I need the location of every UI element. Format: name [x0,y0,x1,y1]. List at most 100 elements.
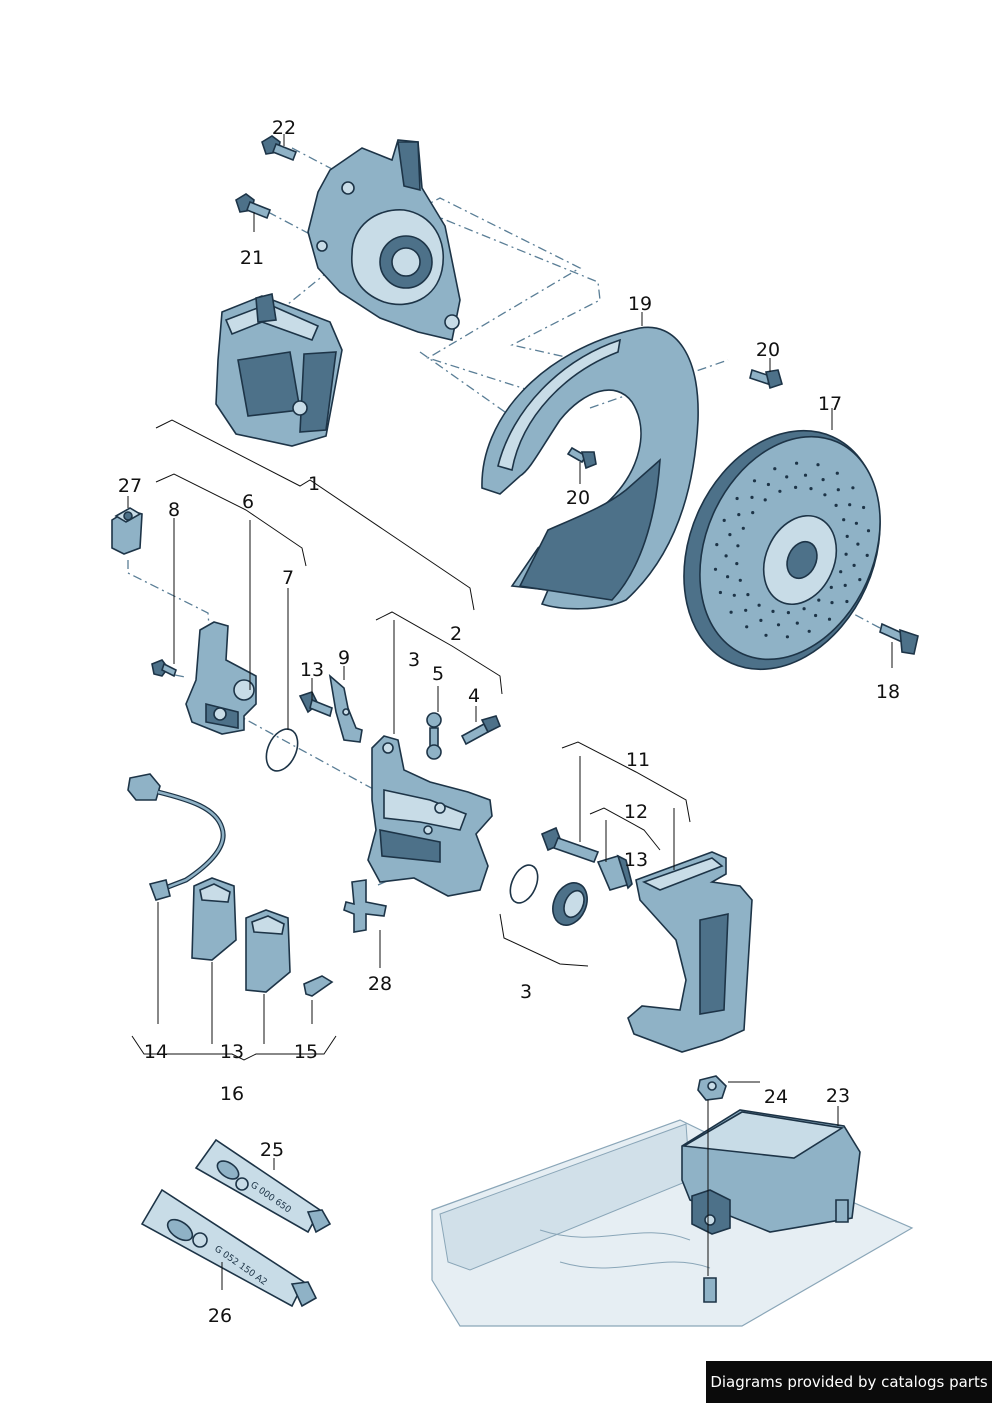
grease-tube-26[interactable]: G 052 150 A2 [140,1188,318,1308]
disc-hole [736,544,740,548]
callout-20-lower: 20 [566,487,590,509]
disc-hole [816,463,820,467]
callout-25: 25 [260,1139,284,1161]
callout-14: 14 [144,1041,168,1063]
callout-3-upper: 3 [408,649,420,671]
callout-24: 24 [764,1086,788,1108]
disc-hole [773,467,777,471]
disc-hole [795,621,799,625]
brake-pad-15[interactable] [245,909,291,993]
callout-6: 6 [242,491,254,513]
brake-disc-17[interactable] [648,399,917,700]
disc-hole [823,493,827,497]
callout-9: 9 [338,647,350,669]
disc-hole [854,521,859,525]
disc-hole [858,578,862,582]
bolt-8[interactable] [151,659,177,678]
grease-tube-25[interactable]: G 000 650 [194,1138,332,1234]
disc-hole [764,633,768,637]
disc-hole [718,590,723,595]
seal-ring-3[interactable] [505,861,543,907]
disc-hole [827,617,832,621]
disc-hole [735,496,739,501]
callout-23: 23 [826,1085,850,1107]
disc-hole [842,518,846,522]
disc-hole [752,479,757,483]
callout-19: 19 [628,293,652,315]
wear-sensor-14[interactable] [127,773,226,901]
disc-hole [724,554,728,558]
disc-hole [856,542,860,546]
callout-4: 4 [468,685,480,707]
disc-hole [778,489,782,493]
disc-hole [844,552,848,556]
callout-8: 8 [168,499,180,521]
disc-hole [829,585,833,590]
disc-hole [785,635,790,639]
guide-pin-11[interactable] [540,826,600,864]
disc-hole [852,563,856,568]
disc-hole [835,471,839,475]
caliper-housing-2[interactable] [367,735,493,897]
guide-bush-13[interactable] [596,854,633,891]
connector-27[interactable] [111,507,143,555]
disc-hole [802,607,806,611]
pad-spring-15[interactable] [303,975,334,997]
disc-hole [732,593,736,597]
disc-hole [851,486,855,490]
clip-28[interactable] [343,879,387,933]
disc-hole [744,608,748,612]
actuator-6[interactable] [185,621,257,735]
callout-27: 27 [118,475,142,497]
disc-hole [834,503,838,507]
disc-hole [786,611,791,615]
disc-hole [741,526,745,530]
disc-hole [795,461,799,465]
disc-hole [763,498,767,502]
disc-hole [839,570,843,574]
disc-screw-18[interactable] [879,622,919,655]
brake-disc-shield-19[interactable] [481,326,699,610]
disc-hole [776,623,781,627]
callout-15: 15 [294,1041,318,1063]
callout-labels: 22 21 19 20 17 20 1 27 8 6 7 2 3 13 9 5 … [118,117,900,1327]
callout-22: 22 [272,117,296,139]
callout-20-upper: 20 [756,339,780,361]
brake-pad-13[interactable] [191,877,237,961]
disc-hole [817,598,821,602]
disc-hole [750,495,754,499]
disc-hole [722,518,726,523]
disc-hole [759,618,763,623]
callout-16: 16 [220,1083,244,1105]
disc-hole [728,533,732,537]
bolt-22[interactable] [261,135,298,162]
disc-hole [845,599,849,604]
disc-hole [862,505,866,510]
callout-3-lower: 3 [520,981,532,1003]
callout-13-upper: 13 [300,659,324,681]
control-unit-23[interactable] [681,1109,861,1235]
disc-hole [757,603,761,607]
callout-17: 17 [818,393,842,415]
bracket-9[interactable] [328,673,363,743]
o-ring-7[interactable] [260,724,303,776]
nut-24[interactable] [697,1075,727,1101]
disc-hole [865,553,869,558]
piston-seal-3[interactable] [546,877,593,930]
disc-hole [715,543,719,547]
callout-13-lower: 13 [220,1041,244,1063]
brake-caliper-assembly [215,293,343,447]
bolt-20-upper[interactable] [749,368,783,390]
bolt-20-lower[interactable] [566,446,597,470]
bolt-13-upper[interactable] [298,691,333,718]
bolt-21[interactable] [235,193,272,220]
bleed-screw-4[interactable] [460,715,502,746]
callout-18: 18 [876,681,900,703]
disc-hole [836,488,840,492]
disc-hole [803,473,808,477]
callout-28: 28 [368,973,392,995]
disc-hole [845,534,849,539]
bleed-cap-5[interactable] [426,712,442,760]
callout-7: 7 [282,567,294,589]
